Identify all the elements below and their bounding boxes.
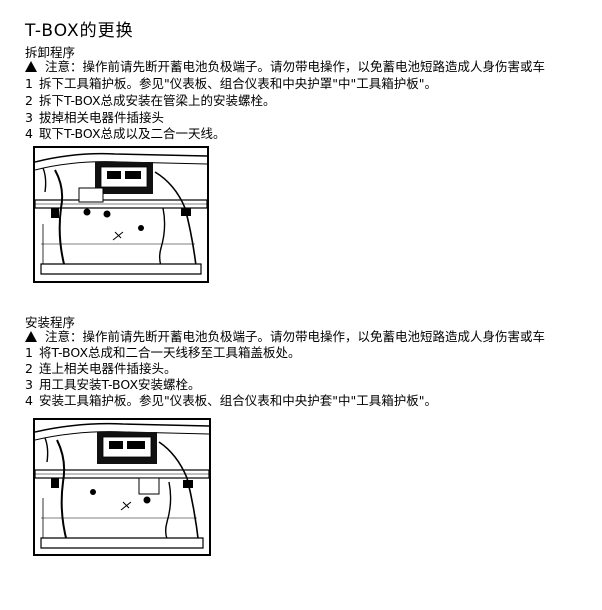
warning-text: 注意：操作前请先断开蓄电池负极端子。请勿带电操作，以免蓄电池短路造成人身伤害或车 (45, 59, 546, 74)
page-title: T-BOX的更换 (25, 21, 134, 41)
removal-heading: 拆卸程序 (25, 45, 76, 60)
installation-warning: 注意：操作前请先断开蓄电池负极端子。请勿带电操作，以免蓄电池短路造成人身伤害或车 (25, 329, 545, 345)
warning-text: 注意：操作前请先断开蓄电池负极端子。请勿带电操作，以免蓄电池短路造成人身伤害或车 (45, 329, 546, 344)
warning-icon (25, 60, 39, 76)
installation-figure (33, 418, 211, 556)
warning-icon (25, 330, 39, 346)
removal-warning: 注意：操作前请先断开蓄电池负极端子。请勿带电操作，以免蓄电池短路造成人身伤害或车 (25, 59, 545, 75)
tbox-removal-illustration (35, 148, 207, 281)
installation-heading: 安装程序 (25, 315, 76, 330)
tbox-installation-illustration (35, 420, 209, 554)
removal-figure (33, 146, 209, 283)
